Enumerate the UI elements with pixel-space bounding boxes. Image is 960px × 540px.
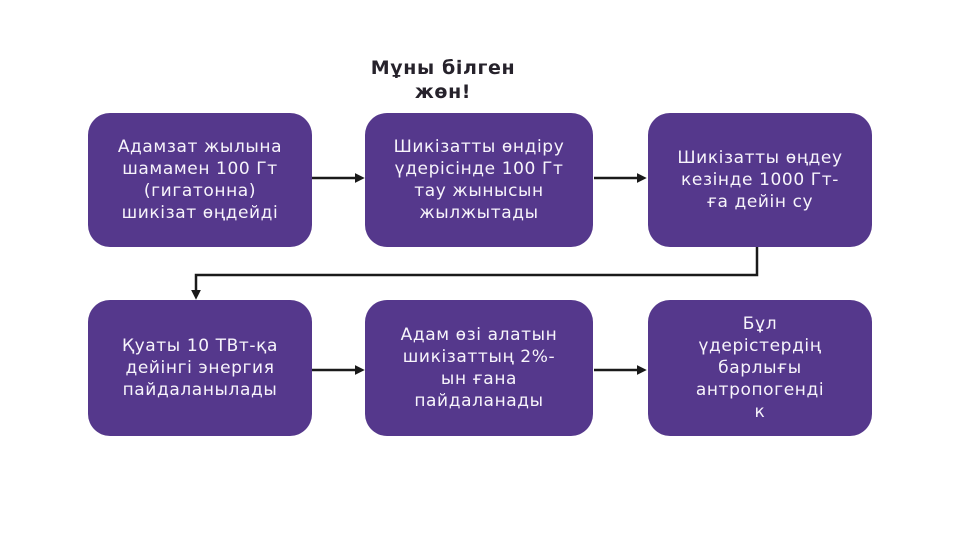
flow-step-3: Шикізатты өңдеу кезінде 1000 Гт- ға дейі… <box>648 113 872 247</box>
elbow-connector-step3-to-step4 <box>191 247 759 300</box>
flow-step-1-label: Адамзат жылына шамамен 100 Гт (гигатонна… <box>117 137 283 223</box>
flow-step-3-label: Шикізатты өңдеу кезінде 1000 Гт- ға дейі… <box>677 148 843 212</box>
flow-step-6-label: Бұл үдерістердің барлығы антропогенді к <box>695 314 825 422</box>
flow-step-6: Бұл үдерістердің барлығы антропогенді к <box>648 300 872 436</box>
flow-step-5: Адам өзі алатын шикізаттың 2%- ын ғана п… <box>365 300 593 436</box>
slide-title: Мұны білген жөн! <box>370 57 516 103</box>
flow-step-5-label: Адам өзі алатын шикізаттың 2%- ын ғана п… <box>400 325 558 411</box>
flow-step-2: Шикізатты өндіру үдерісінде 100 Гт тау ж… <box>365 113 593 247</box>
flow-step-2-label: Шикізатты өндіру үдерісінде 100 Гт тау ж… <box>393 137 565 223</box>
flow-step-4: Қуаты 10 ТВт-қа дейінгі энергия пайдалан… <box>88 300 312 436</box>
flow-step-4-label: Қуаты 10 ТВт-қа дейінгі энергия пайдалан… <box>121 336 279 400</box>
flow-step-1: Адамзат жылына шамамен 100 Гт (гигатонна… <box>88 113 312 247</box>
